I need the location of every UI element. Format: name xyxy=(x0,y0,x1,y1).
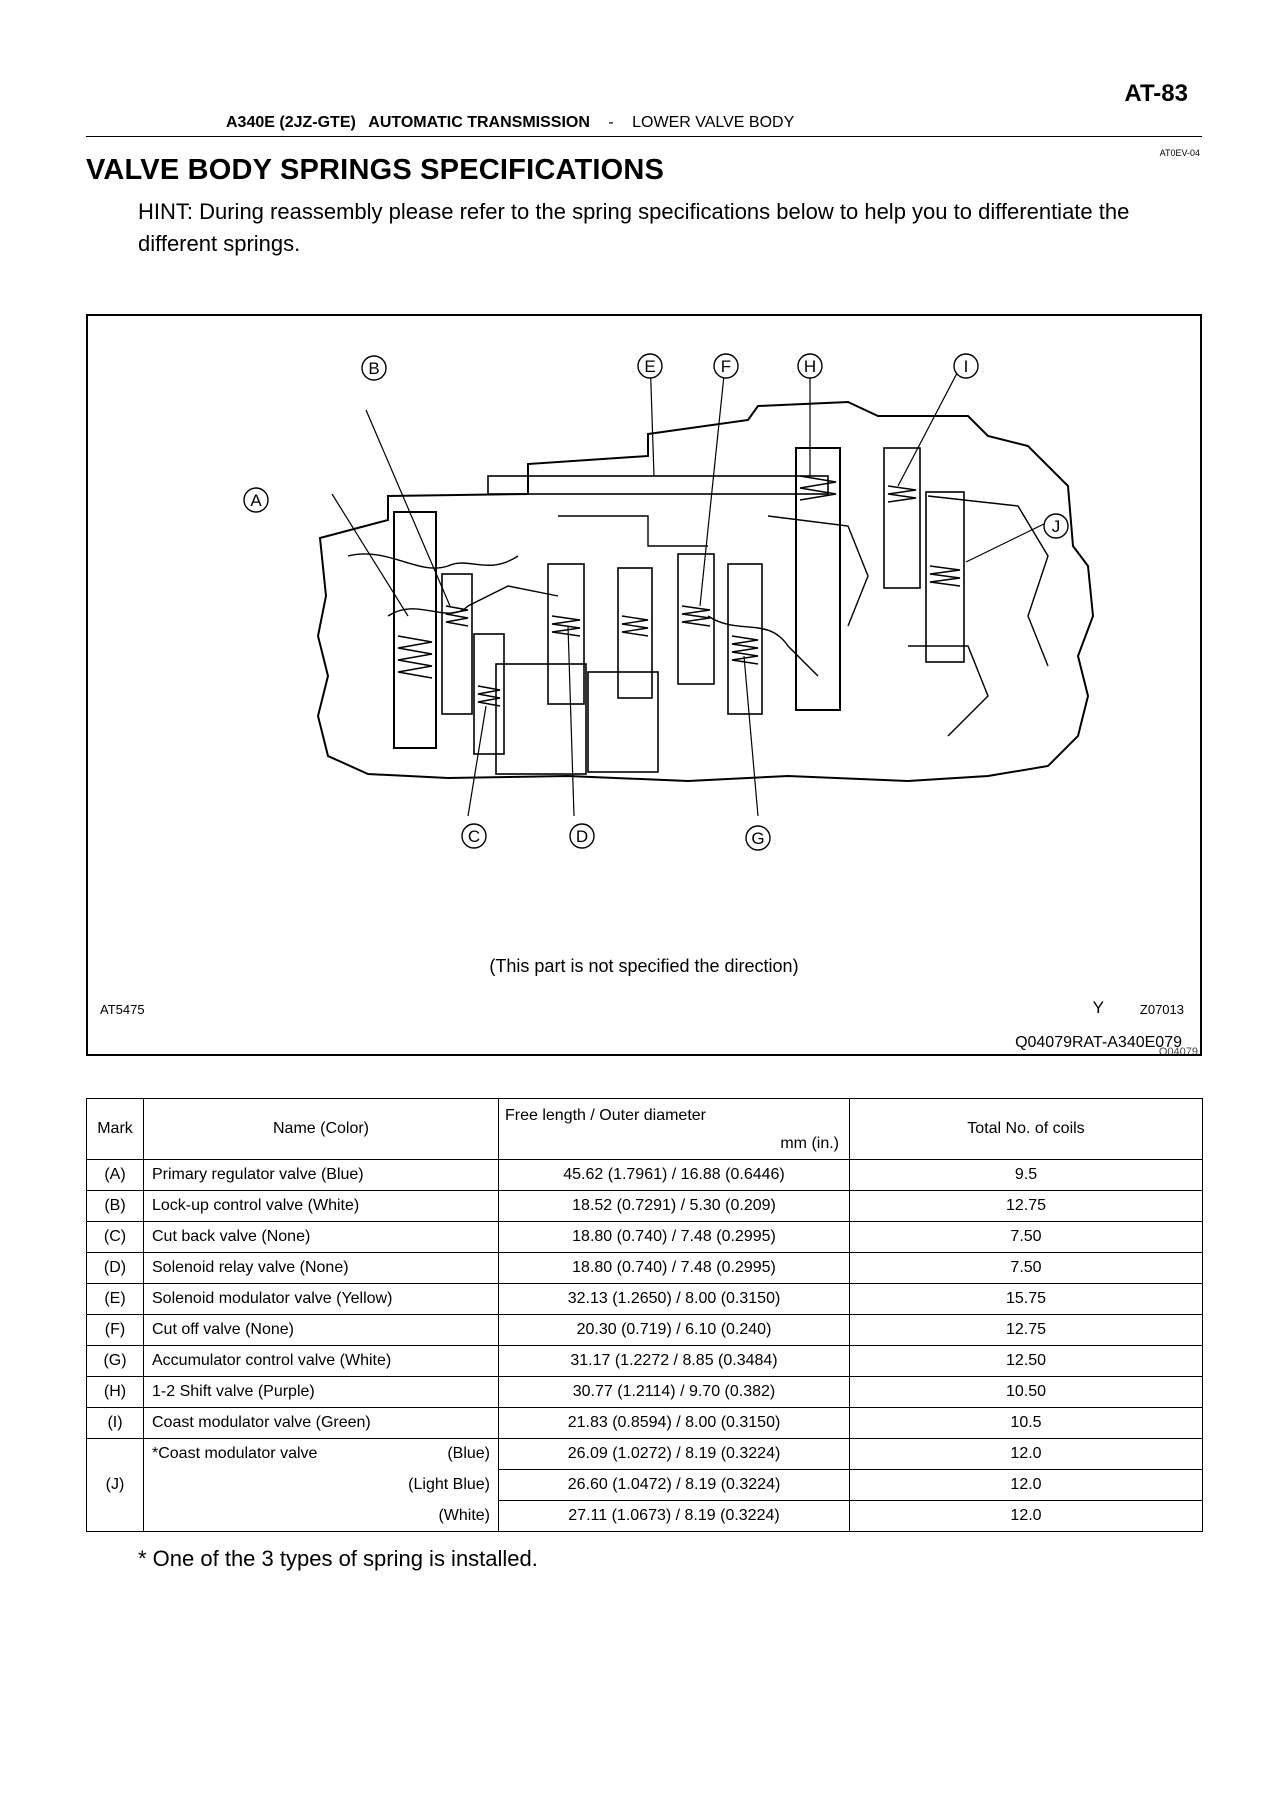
row-length: 18.80 (0.740) / 7.48 (0.2995) xyxy=(498,1252,850,1284)
header-name: Name (Color) xyxy=(143,1098,499,1160)
row-coils: 12.75 xyxy=(849,1314,1203,1346)
header-model: A340E (2JZ-GTE) xyxy=(226,114,356,131)
callout-f: F xyxy=(721,357,731,376)
header-mark: Mark xyxy=(86,1098,144,1160)
callout-g: G xyxy=(751,829,764,848)
header-subject: AUTOMATIC TRANSMISSION xyxy=(368,114,590,131)
row-length: 30.77 (1.2114) / 9.70 (0.382) xyxy=(498,1376,850,1408)
row-name: Solenoid modulator valve (Yellow) xyxy=(143,1283,499,1315)
callout-d: D xyxy=(576,827,588,846)
row-length: 18.52 (0.7291) / 5.30 (0.209) xyxy=(498,1190,850,1222)
header-length-line2: mm (in.) xyxy=(780,1135,839,1152)
header-separator: - xyxy=(608,114,614,131)
hint-text: HINT: During reassembly please refer to … xyxy=(138,199,1130,256)
j-color-white: (White) xyxy=(143,1500,499,1532)
figure-reference: Q04079RAT-A340E079 xyxy=(1015,1034,1182,1051)
row-name: Coast modulator valve (Green) xyxy=(143,1407,499,1439)
row-coils: 12.0 xyxy=(849,1469,1203,1501)
row-name: Accumulator control valve (White) xyxy=(143,1345,499,1377)
row-length: 18.80 (0.740) / 7.48 (0.2995) xyxy=(498,1221,850,1253)
header-section: LOWER VALVE BODY xyxy=(632,114,795,131)
row-coils: 12.75 xyxy=(849,1190,1203,1222)
row-name-j: *Coast modulator valve (Blue) xyxy=(143,1438,499,1470)
callout-a: A xyxy=(250,491,262,510)
table-row: (I) Coast modulator valve (Green) 21.83 … xyxy=(86,1407,1203,1439)
j-color-blue: (Blue) xyxy=(447,1445,490,1463)
header-rule xyxy=(86,136,1202,137)
row-coils: 9.5 xyxy=(849,1159,1203,1191)
callout-b: B xyxy=(368,359,379,378)
row-coils: 12.50 xyxy=(849,1345,1203,1377)
row-mark: (C) xyxy=(86,1221,144,1253)
row-length: 27.11 (1.0673) / 8.19 (0.3224) xyxy=(498,1500,850,1532)
row-mark-j: (J) xyxy=(86,1438,144,1532)
row-mark: (E) xyxy=(86,1283,144,1315)
row-coils: 7.50 xyxy=(849,1252,1203,1284)
header-coils: Total No. of coils xyxy=(849,1098,1203,1160)
row-name: Lock-up control valve (White) xyxy=(143,1190,499,1222)
figure-reference-small: Q04079 xyxy=(1158,1046,1198,1056)
table-row: (C) Cut back valve (None) 18.80 (0.740) … xyxy=(86,1221,1203,1253)
valve-body-drawing: B E F H I A J C D G xyxy=(243,353,1095,851)
header-length: Free length / Outer diameter mm (in.) xyxy=(498,1098,850,1160)
valve-body-figure: B E F H I A J C D G (This part is not sp… xyxy=(86,314,1202,1056)
footnote: * One of the 3 types of spring is instal… xyxy=(138,1546,538,1571)
row-mark: (H) xyxy=(86,1376,144,1408)
row-mark: (A) xyxy=(86,1159,144,1191)
row-coils: 10.50 xyxy=(849,1376,1203,1408)
row-mark: (I) xyxy=(86,1407,144,1439)
header-length-line1: Free length / Outer diameter xyxy=(505,1107,706,1124)
row-length: 31.17 (1.2272 / 8.85 (0.3484) xyxy=(498,1345,850,1377)
spring-spec-table: Mark Name (Color) Free length / Outer di… xyxy=(86,1098,1203,1532)
figure-code-left: AT5475 xyxy=(100,1002,145,1017)
j-valve-name: *Coast modulator valve xyxy=(152,1445,318,1463)
callout-e: E xyxy=(644,357,655,376)
row-coils: 10.5 xyxy=(849,1407,1203,1439)
table-row: (G) Accumulator control valve (White) 31… xyxy=(86,1345,1203,1377)
row-length: 26.09 (1.0272) / 8.19 (0.3224) xyxy=(498,1438,850,1470)
row-length: 45.62 (1.7961) / 16.88 (0.6446) xyxy=(498,1159,850,1191)
row-mark: (B) xyxy=(86,1190,144,1222)
table-row: (D) Solenoid relay valve (None) 18.80 (0… xyxy=(86,1252,1203,1284)
row-coils: 7.50 xyxy=(849,1221,1203,1253)
callout-c: C xyxy=(468,827,480,846)
table-row: (A) Primary regulator valve (Blue) 45.62… xyxy=(86,1159,1203,1191)
row-mark: (G) xyxy=(86,1345,144,1377)
table-row: (B) Lock-up control valve (White) 18.52 … xyxy=(86,1190,1203,1222)
table-row: (E) Solenoid modulator valve (Yellow) 32… xyxy=(86,1283,1203,1315)
row-length: 20.30 (0.719) / 6.10 (0.240) xyxy=(498,1314,850,1346)
row-coils: 12.0 xyxy=(849,1500,1203,1532)
row-name: Solenoid relay valve (None) xyxy=(143,1252,499,1284)
doc-code: AT0EV-04 xyxy=(1159,148,1200,158)
table-row-j-white: (White) 27.11 (1.0673) / 8.19 (0.3224) 1… xyxy=(87,1500,1203,1532)
callout-h: H xyxy=(804,357,816,376)
figure-y-mark: Y xyxy=(1092,998,1104,1017)
row-length: 21.83 (0.8594) / 8.00 (0.3150) xyxy=(498,1407,850,1439)
running-header: A340E (2JZ-GTE) AUTOMATIC TRANSMISSION -… xyxy=(226,114,794,132)
row-coils: 12.0 xyxy=(849,1438,1203,1470)
table-row-j-blue: (J) *Coast modulator valve (Blue) 26.09 … xyxy=(86,1438,1203,1532)
row-mark: (D) xyxy=(86,1252,144,1284)
page-number: AT-83 xyxy=(1124,80,1188,107)
table-header-row: Mark Name (Color) Free length / Outer di… xyxy=(86,1098,1203,1160)
row-name: Primary regulator valve (Blue) xyxy=(143,1159,499,1191)
row-name: Cut off valve (None) xyxy=(143,1314,499,1346)
table-row: (H) 1-2 Shift valve (Purple) 30.77 (1.21… xyxy=(86,1376,1203,1408)
callout-i: I xyxy=(964,357,969,376)
row-mark: (F) xyxy=(86,1314,144,1346)
row-name: 1-2 Shift valve (Purple) xyxy=(143,1376,499,1408)
row-name: Cut back valve (None) xyxy=(143,1221,499,1253)
table-row: (F) Cut off valve (None) 20.30 (0.719) /… xyxy=(86,1314,1203,1346)
row-length: 26.60 (1.0472) / 8.19 (0.3224) xyxy=(498,1469,850,1501)
row-length: 32.13 (1.2650) / 8.00 (0.3150) xyxy=(498,1283,850,1315)
figure-code-right: Z07013 xyxy=(1139,1002,1184,1017)
j-color-light-blue: (Light Blue) xyxy=(143,1469,499,1501)
callout-j: J xyxy=(1052,517,1061,536)
table-row-j-light-blue: (Light Blue) 26.60 (1.0472) / 8.19 (0.32… xyxy=(87,1469,1203,1501)
figure-note: (This part is not specified the directio… xyxy=(489,956,799,976)
row-coils: 15.75 xyxy=(849,1283,1203,1315)
section-title: VALVE BODY SPRINGS SPECIFICATIONS xyxy=(86,154,665,186)
